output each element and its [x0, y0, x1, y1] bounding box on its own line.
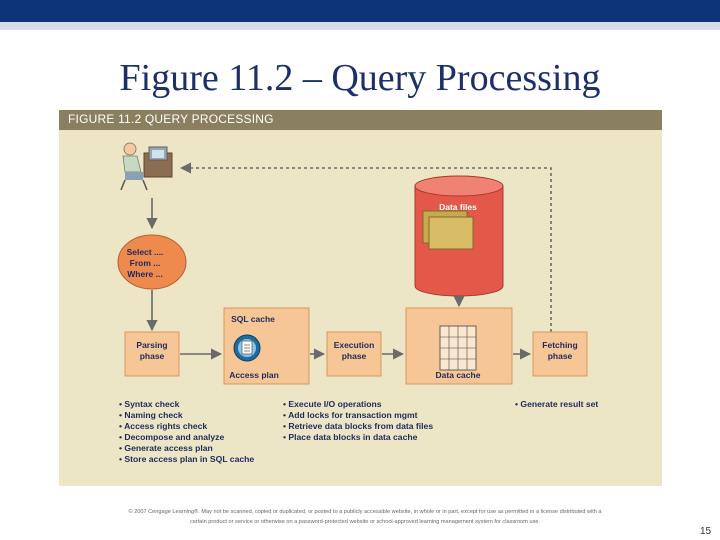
data-files-cylinder	[414, 175, 504, 297]
copyright-line-1: © 2007 Cengage Learning®. May not be sca…	[128, 509, 602, 515]
top-banner-dark	[0, 0, 720, 22]
list-item: Naming check	[119, 410, 254, 421]
copyright-line-2: certain product or service or otherwise …	[189, 519, 541, 525]
list-item: Decompose and analyze	[119, 432, 254, 443]
figure-header: FIGURE 11.2 QUERY PROCESSING	[59, 110, 662, 130]
fetching-phase-line1: Fetching	[542, 340, 577, 350]
query-line-from: From ...	[130, 258, 161, 268]
parsing-phase-line2: phase	[140, 351, 165, 361]
list-item: Add locks for transaction mgmt	[283, 410, 433, 421]
fetching-phase-box	[532, 331, 588, 377]
data-cache-grid-icon	[439, 325, 477, 371]
sql-cache-label: SQL cache	[231, 314, 275, 324]
top-banner	[0, 0, 720, 30]
query-processing-diagram: Select .... From ... Where ... Data file…	[117, 142, 588, 385]
query-line-select: Select ....	[127, 247, 164, 257]
data-cache-label: Data cache	[436, 370, 481, 380]
user-computer-icon	[120, 142, 173, 191]
list-item: Execute I/O operations	[283, 399, 433, 410]
list-item: Access rights check	[119, 421, 254, 432]
result-return-arrow	[179, 162, 552, 332]
execution-phase-line2: phase	[342, 351, 367, 361]
list-item: Syntax check	[119, 399, 254, 410]
execution-phase-line1: Execution	[334, 340, 375, 350]
execution-phase-box	[326, 331, 382, 377]
top-banner-light	[0, 22, 720, 30]
access-plan-icon	[233, 334, 261, 362]
figure-header-label: FIGURE 11.2 QUERY PROCESSING	[68, 112, 274, 126]
list-item: Retrieve data blocks from data files	[283, 421, 433, 432]
access-plan-label: Access plan	[229, 370, 279, 380]
slide-title: Figure 11.2 – Query Processing	[119, 57, 601, 99]
query-line-where: Where ...	[127, 269, 162, 279]
query-ellipse	[117, 234, 187, 290]
list-item: Generate result set	[515, 399, 598, 410]
list-item: Place data blocks in data cache	[283, 432, 433, 443]
execution-steps-list: Execute I/O operations Add locks for tra…	[283, 399, 433, 443]
data-files-label: Data files	[439, 202, 477, 212]
fetching-phase-line2: phase	[548, 351, 573, 361]
page-number: 15	[700, 526, 712, 537]
copyright-footer: © 2007 Cengage Learning®. May not be sca…	[50, 507, 680, 527]
parsing-steps-list: Syntax check Naming check Access rights …	[119, 399, 254, 465]
list-item: Generate access plan	[119, 443, 254, 454]
fetching-steps-list: Generate result set	[515, 399, 598, 410]
parsing-phase-box	[124, 331, 180, 377]
parsing-phase-line1: Parsing	[136, 340, 167, 350]
list-item: Store access plan in SQL cache	[119, 454, 254, 465]
